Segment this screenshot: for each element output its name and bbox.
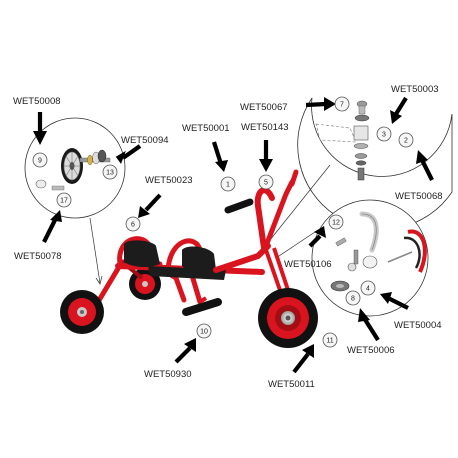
pointer-arrows: [33, 96, 434, 374]
callout-4: 4: [360, 280, 376, 296]
callout-10: 10: [196, 323, 212, 339]
callout-12: 12: [328, 214, 344, 230]
part-code-label: WET50106: [284, 259, 332, 270]
arrow-icon: [115, 144, 142, 164]
callout-13: 13: [102, 164, 118, 180]
arrow-icon: [292, 344, 314, 374]
handlebar-grip-left: [224, 198, 254, 214]
rear-wheel-front: [60, 290, 104, 334]
part-code-label: WET50930: [144, 369, 192, 380]
callout-number: 2: [404, 138, 408, 145]
detail-circle-front-fork: [311, 199, 429, 317]
callout-9: 9: [32, 152, 48, 168]
detail-leader-lines: [89, 164, 331, 285]
arrow-icon: [211, 141, 228, 172]
part-code-label: WET50067: [240, 102, 288, 113]
detail-circle-headset: [297, 97, 453, 230]
callout-2: 2: [398, 132, 414, 148]
callout-1: 1: [220, 176, 236, 192]
callout-number: 12: [332, 220, 340, 227]
callout-number: 1: [226, 182, 230, 189]
part-code-label: WET50003: [391, 84, 439, 95]
callout-7: 7: [334, 96, 350, 112]
arrow-icon: [259, 140, 273, 172]
callout-number: 13: [106, 170, 114, 177]
detail-circle-rear-wheel: [24, 117, 126, 219]
callout-number: 17: [60, 198, 68, 205]
arrow-icon: [33, 112, 47, 145]
callout-3: 3: [376, 126, 392, 142]
callout-number: 7: [340, 102, 344, 109]
callout-number: 3: [382, 132, 386, 139]
callout-number: 6: [131, 222, 135, 229]
tricycle: [60, 169, 318, 348]
callout-5: 5: [258, 174, 274, 190]
front-wheel: [258, 288, 318, 348]
part-code-label: WET50143: [241, 122, 289, 133]
handlebar-grip-right: [289, 169, 299, 187]
callout-11: 11: [322, 332, 338, 348]
part-code-label: WET50001: [182, 123, 230, 134]
arrow-icon: [390, 96, 408, 124]
callout-number: 9: [38, 158, 42, 165]
part-code-label: WET50078: [14, 251, 62, 262]
part-code-label: WET50011: [268, 379, 315, 390]
arrow-icon: [308, 226, 326, 248]
part-code-label: WET50004: [394, 320, 442, 331]
arrow-icon: [42, 210, 62, 243]
footrest: [182, 298, 222, 316]
part-code-label: WET50023: [145, 175, 193, 186]
arrow-icon: [305, 97, 336, 111]
part-code-label: WET50094: [121, 135, 169, 146]
part-code-label: WET50008: [13, 96, 61, 107]
callout-number: 11: [326, 338, 333, 345]
part-code-label: WET50068: [395, 191, 443, 202]
callout-number: 10: [200, 329, 208, 336]
callout-number: 4: [366, 286, 370, 293]
callout-17: 17: [56, 192, 72, 208]
arrow-icon: [138, 193, 162, 218]
arrow-icon: [358, 308, 380, 342]
callout-number: 8: [351, 296, 355, 303]
arrow-icon: [380, 292, 409, 310]
seat-front: [182, 246, 216, 273]
callout-6: 6: [125, 216, 141, 232]
part-code-label: WET50006: [347, 345, 395, 356]
seat-rear: [124, 240, 160, 268]
callout-number: 5: [264, 180, 268, 187]
arrow-icon: [416, 150, 434, 181]
arrow-icon: [174, 338, 196, 364]
callout-8: 8: [345, 290, 361, 306]
